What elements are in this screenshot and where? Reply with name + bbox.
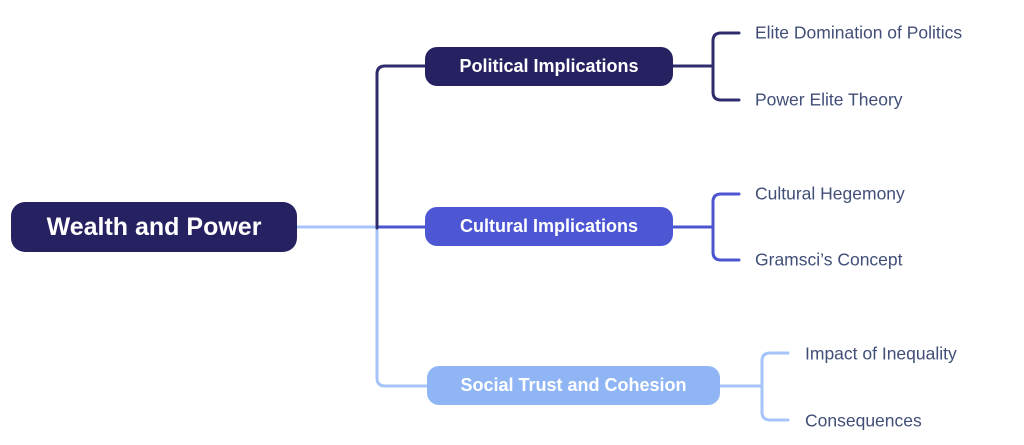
connector-cultural-bracket: [671, 192, 741, 262]
branch-node-cultural-implications[interactable]: Cultural Implications: [425, 207, 673, 246]
branch-node-label: Cultural Implications: [459, 216, 639, 236]
connector-root-to-political: [375, 64, 427, 230]
leaf-node-gramscis-concept[interactable]: Gramsci’s Concept: [755, 249, 903, 270]
branch-node-political-implications[interactable]: Political Implications: [425, 47, 673, 86]
leaf-node-consequences[interactable]: Consequences: [805, 410, 922, 431]
root-node-wealth-and-power[interactable]: Wealth and Power: [11, 202, 297, 252]
branch-node-label: Social Trust and Cohesion: [460, 375, 687, 395]
root-node-label: Wealth and Power: [46, 212, 262, 241]
leaf-node-impact-of-inequality[interactable]: Impact of Inequality: [805, 343, 957, 364]
connector-political-bracket: [671, 31, 741, 102]
connector-social-bracket: [718, 351, 790, 422]
connector-root-to-social: [375, 225, 429, 388]
branch-node-label: Political Implications: [459, 56, 639, 76]
branch-node-social-trust-and-cohesion[interactable]: Social Trust and Cohesion: [427, 366, 720, 405]
leaf-node-power-elite-theory[interactable]: Power Elite Theory: [755, 89, 903, 110]
leaf-node-cultural-hegemony[interactable]: Cultural Hegemony: [755, 183, 905, 204]
leaf-node-elite-domination-of-politics[interactable]: Elite Domination of Politics: [755, 22, 963, 43]
